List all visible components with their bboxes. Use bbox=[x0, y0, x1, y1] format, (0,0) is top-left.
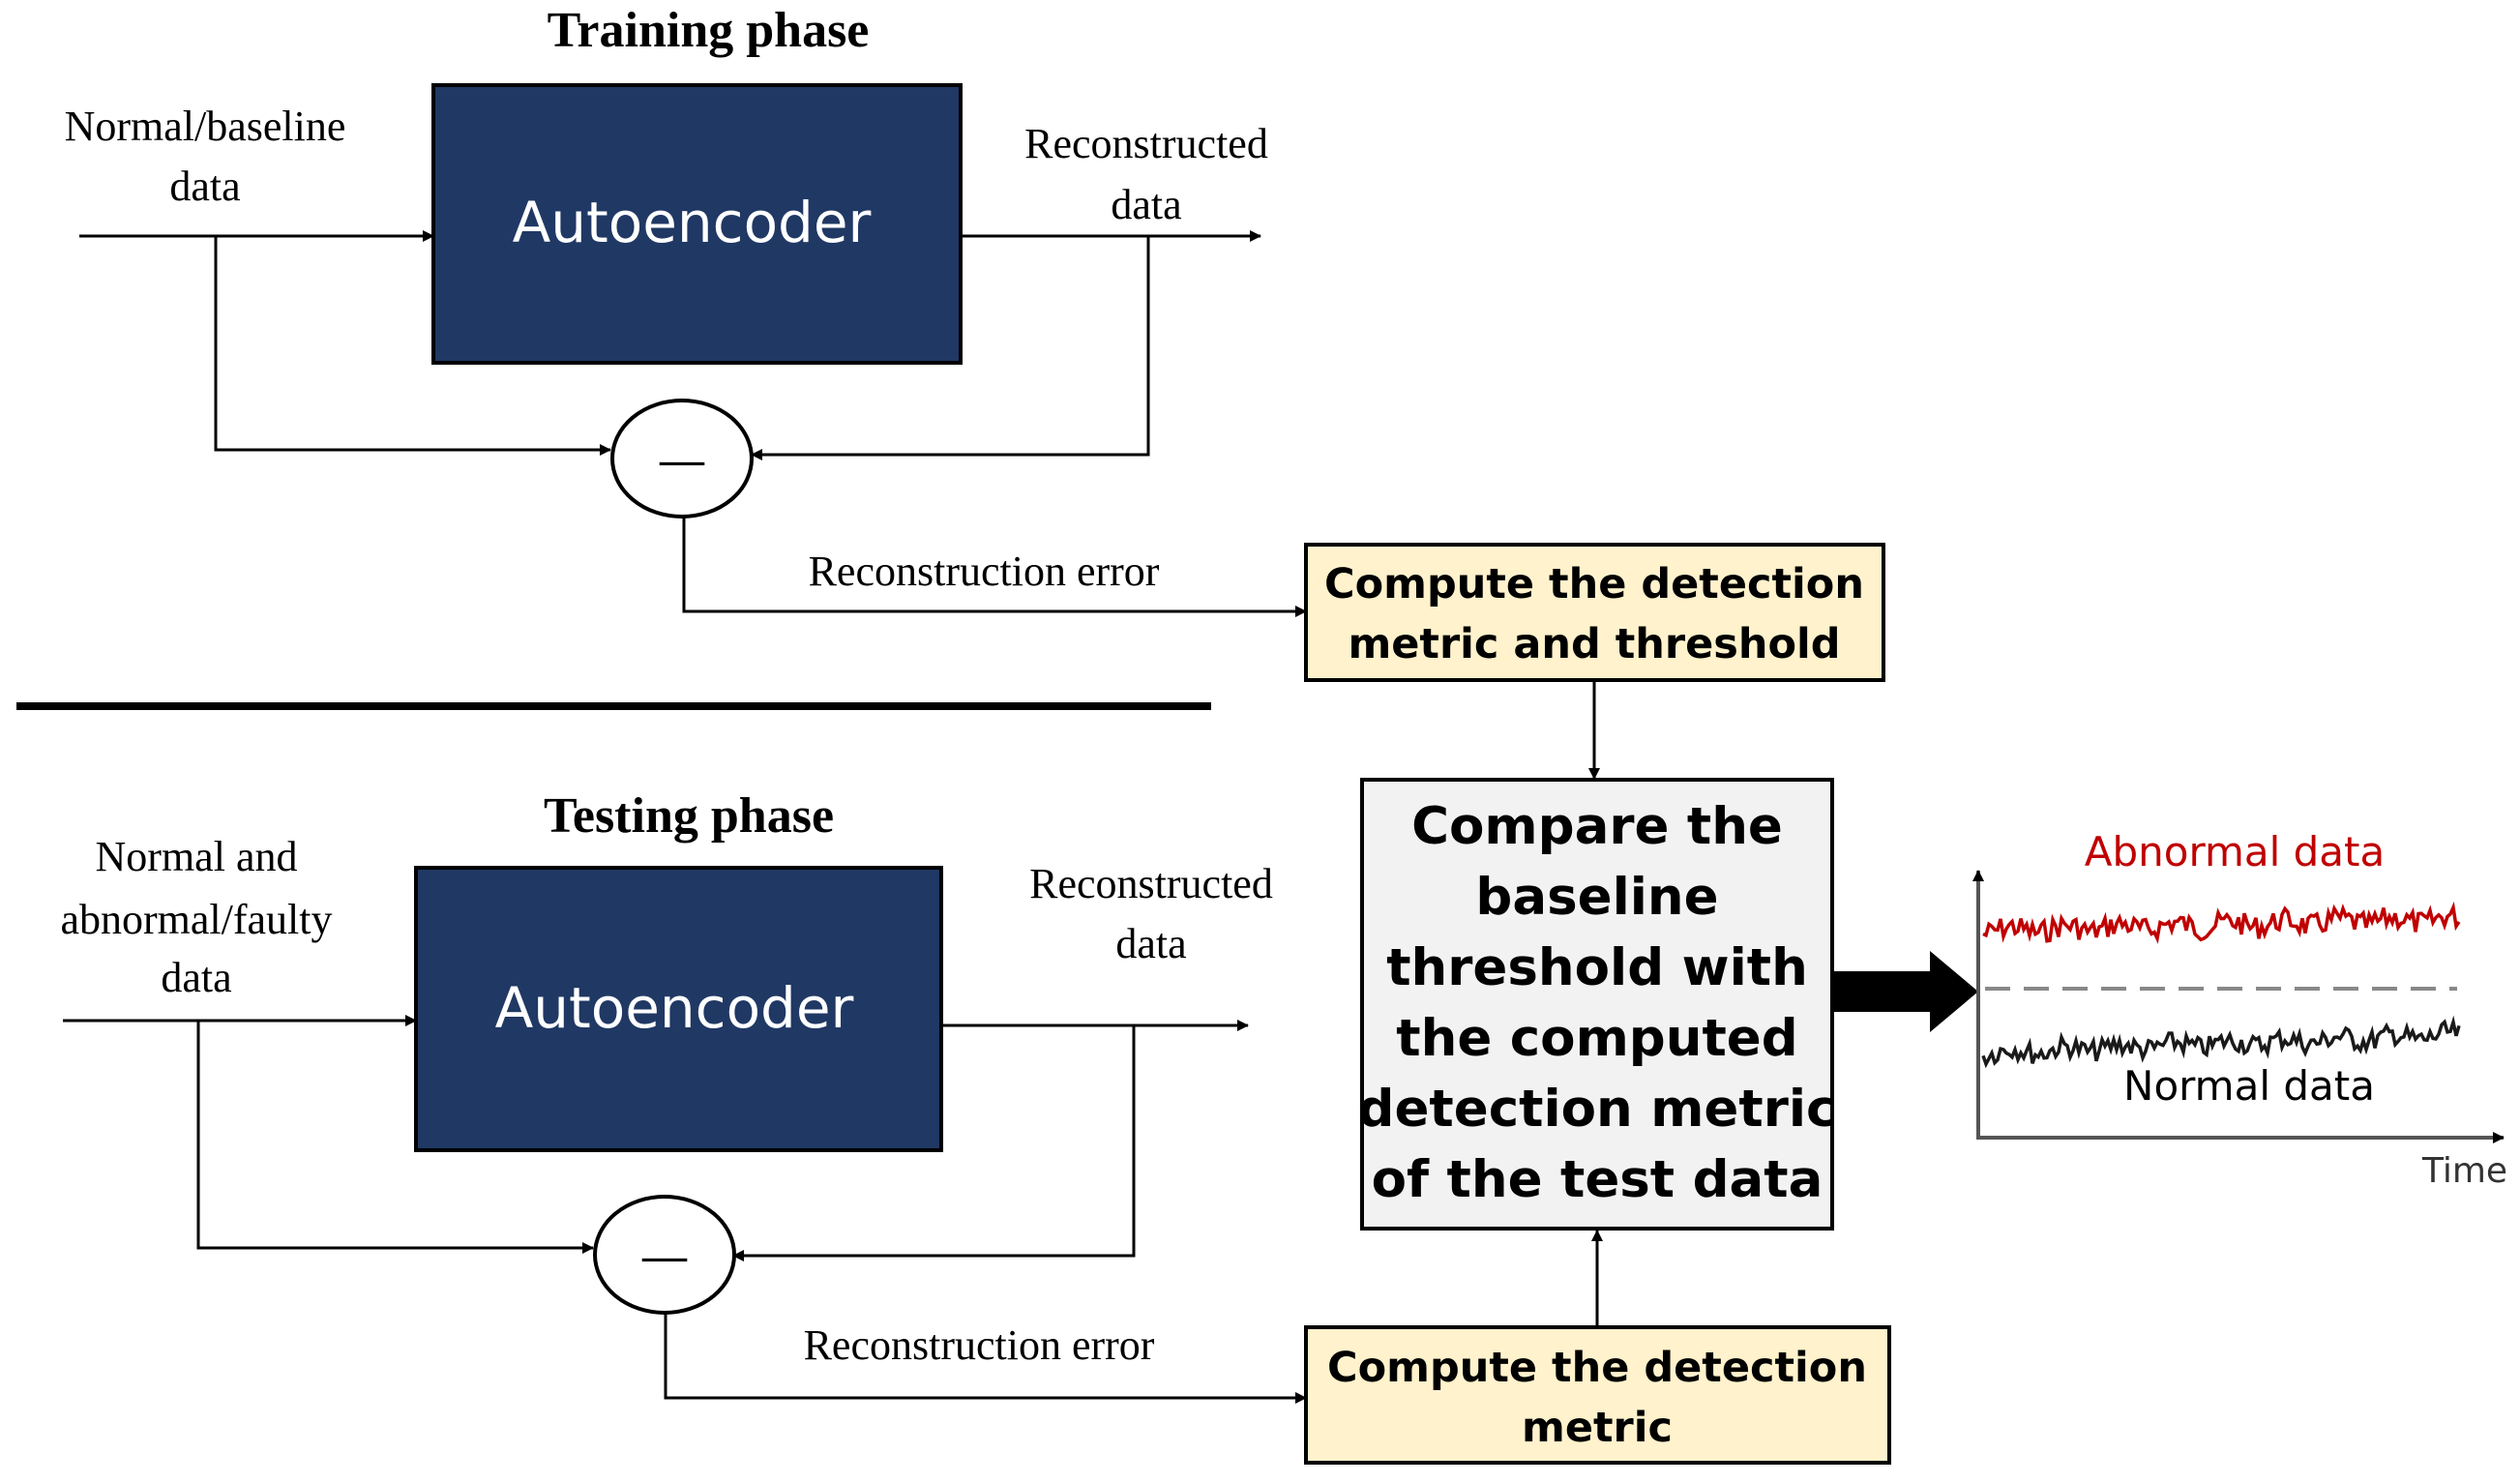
testing-wires bbox=[63, 1015, 1307, 1404]
testing-phase-title: Testing phase bbox=[544, 788, 834, 844]
testing-input-label: Normal and bbox=[96, 833, 298, 880]
compare-text-line2: baseline bbox=[1475, 868, 1718, 927]
training-output-label-line2: data bbox=[1111, 181, 1181, 228]
testing-input-label-line3: data bbox=[161, 954, 231, 1001]
training-wires bbox=[79, 230, 1307, 617]
compare-text-line6: of the test data bbox=[1372, 1150, 1823, 1209]
testing-subtractor-circle bbox=[593, 1195, 736, 1315]
time-axis-label: Time bbox=[2421, 1151, 2507, 1191]
training-metric-label: Compute the detection bbox=[1324, 560, 1864, 608]
training-input-label: Normal/baseline bbox=[65, 103, 346, 150]
training-input-label-line2: data bbox=[169, 163, 240, 210]
training-autoencoder-label: Autoencoder bbox=[513, 190, 872, 255]
compare-text-line3: threshold with bbox=[1386, 938, 1808, 997]
testing-autoencoder-label: Autoencoder bbox=[495, 975, 854, 1041]
training-autoencoder-box bbox=[431, 83, 963, 365]
testing-input-label-line2: abnormal/faulty bbox=[60, 896, 332, 943]
compare-text-line5: detection metric bbox=[1358, 1080, 1837, 1139]
testing-metric-box bbox=[1304, 1325, 1891, 1465]
testing-error-label: Reconstruction error bbox=[804, 1321, 1155, 1369]
training-output-label: Reconstructed bbox=[1024, 120, 1268, 167]
training-subtractor-circle bbox=[610, 399, 754, 519]
normal-data-label: Normal data bbox=[2123, 1062, 2375, 1110]
abnormal-data-label: Abnormal data bbox=[2085, 828, 2386, 875]
testing-subtract-symbol: — bbox=[641, 1231, 688, 1280]
training-metric-label-line2: metric and threshold bbox=[1348, 620, 1840, 668]
testing-metric-label-line2: metric bbox=[1522, 1404, 1673, 1452]
testing-autoencoder-box bbox=[414, 866, 943, 1152]
compare-box bbox=[1360, 778, 1834, 1231]
testing-metric-label: Compute the detection bbox=[1327, 1344, 1867, 1392]
training-phase-title: Training phase bbox=[548, 3, 870, 58]
abnormal-data-trace bbox=[1982, 901, 2461, 944]
training-error-label: Reconstruction error bbox=[809, 548, 1160, 595]
result-arrow bbox=[1832, 951, 1978, 1032]
testing-output-label-line2: data bbox=[1115, 920, 1186, 967]
normal-data-trace bbox=[1981, 1015, 2461, 1069]
testing-output-label: Reconstructed bbox=[1029, 860, 1273, 907]
compare-text-line1: Compare the bbox=[1411, 797, 1783, 856]
compare-text-line4: the computed bbox=[1396, 1009, 1797, 1068]
detection-plot: Abnormal data Normal data Time bbox=[1972, 828, 2507, 1191]
training-subtract-symbol: — bbox=[659, 434, 705, 484]
